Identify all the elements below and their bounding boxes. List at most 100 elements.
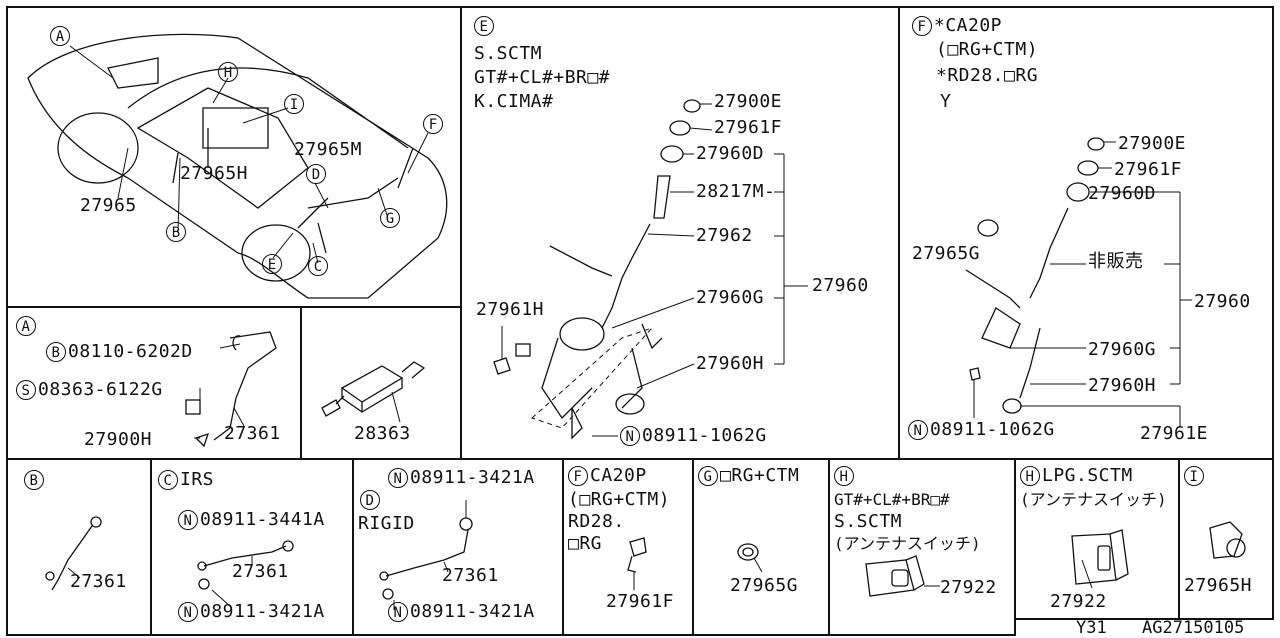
part-27960-f: 27960 xyxy=(1194,291,1251,312)
part-08911-3421a-d1: 08911-3421A xyxy=(410,467,535,488)
mark-n-f: N xyxy=(908,420,928,440)
panel-h-drawing xyxy=(865,555,940,597)
model-code: Y31 xyxy=(1076,618,1107,638)
note-y: Y xyxy=(940,91,952,112)
part-08911-1062g-e: 08911-1062G xyxy=(642,425,767,446)
callout-i: I xyxy=(284,94,304,114)
panel-c-drawing xyxy=(197,540,294,609)
part-27361-b: 27361 xyxy=(70,571,127,592)
panel-e-label: E xyxy=(474,16,494,36)
part-08110-6202d: 08110-6202D xyxy=(68,341,193,362)
part-27922-h2: 27922 xyxy=(1050,591,1107,612)
part-27361-a: 27361 xyxy=(224,423,281,444)
panel-a-drawing xyxy=(185,331,277,448)
panel-f2-label: F xyxy=(568,466,588,486)
part-27961e: 27961E xyxy=(1140,423,1209,444)
part-08911-3441a: 08911-3441A xyxy=(200,509,325,530)
panel-f-label: F xyxy=(912,16,932,36)
part-27961f-f: 27961F xyxy=(1114,159,1183,180)
diagram-code: AG27150105 xyxy=(1142,618,1245,638)
part-27961f-f2: 27961F xyxy=(606,591,675,612)
mark-n-d2: N xyxy=(388,602,408,622)
panel-b-drawing xyxy=(45,516,102,591)
callout-g: G xyxy=(380,208,400,228)
panel-i: I 27965H xyxy=(1178,458,1274,620)
title-rg-ctm: □RG+CTM xyxy=(720,465,800,486)
title-rigid: RIGID xyxy=(358,513,415,534)
part-08911-3421a-c: 08911-3421A xyxy=(200,601,325,622)
part-27965m: 27965M xyxy=(294,139,363,160)
part-27962: 27962 xyxy=(696,225,753,246)
panel-28363-drawing xyxy=(321,361,426,423)
part-27965g-g: 27965G xyxy=(730,575,799,596)
mark-n-d1: N xyxy=(388,468,408,488)
part-08911-3421a-d2: 08911-3421A xyxy=(410,601,535,622)
panel-c-label: C xyxy=(158,470,178,490)
part-28217m: 28217M- xyxy=(696,181,776,202)
panel-i-label: I xyxy=(1184,466,1204,486)
note-h-gt-cl-br: GT#+CL#+BR□# xyxy=(834,490,950,509)
part-27900e-e: 27900E xyxy=(714,91,783,112)
panel-g-drawing xyxy=(737,543,763,573)
panel-f-drawing xyxy=(965,137,1192,426)
panel-h2-label: H xyxy=(1020,466,1040,486)
mark-n-c2: N xyxy=(178,602,198,622)
part-27965h: 27965H xyxy=(180,163,249,184)
panel-h-label: H xyxy=(834,466,854,486)
panel-g-label: G xyxy=(698,466,718,486)
panel-a-label: A xyxy=(16,316,36,336)
title-lpg-sctm: LPG.SCTM xyxy=(1042,465,1133,486)
part-27900e-f: 27900E xyxy=(1118,133,1187,154)
note-f2-rg-ctm: (□RG+CTM) xyxy=(568,489,671,510)
note-ca20p: *CA20P xyxy=(934,15,1003,36)
part-08363-6122g: 08363-6122G xyxy=(38,379,163,400)
callout-a: A xyxy=(50,26,70,46)
panel-f: F*CA20P (□RG+CTM) *RD28.□RG Y 27900E 279… xyxy=(898,6,1274,460)
part-27965: 27965 xyxy=(80,195,137,216)
mark-s: S xyxy=(16,380,36,400)
mark-b: B xyxy=(46,342,66,362)
panel-b-label: B xyxy=(24,470,44,490)
part-27960d-f: 27960D xyxy=(1088,183,1157,204)
note-f2-rg: □RG xyxy=(568,533,603,554)
title-irs: IRS xyxy=(180,469,215,490)
callout-f: F xyxy=(423,114,443,134)
part-27960d-e: 27960D xyxy=(696,143,765,164)
panel-h2-drawing xyxy=(1071,529,1129,589)
callout-d: D xyxy=(306,164,326,184)
part-27900h: 27900H xyxy=(84,429,153,450)
panel-f2-drawing xyxy=(627,537,647,590)
part-27965h-i: 27965H xyxy=(1184,575,1253,596)
part-27960g-e: 27960G xyxy=(696,287,765,308)
part-27960g-f: 27960G xyxy=(1088,339,1157,360)
note-gt-cl-br: GT#+CL#+BR□# xyxy=(474,67,611,88)
part-08911-1062g-f: 08911-1062G xyxy=(930,419,1055,440)
panel-i-drawing xyxy=(1209,521,1246,559)
note-rg-ctm: (□RG+CTM) xyxy=(936,39,1039,60)
note-kcima: K.CIMA# xyxy=(474,91,554,112)
note-h-antenna-switch: (アンテナスイッチ) xyxy=(834,534,981,553)
part-27960-e: 27960 xyxy=(812,275,869,296)
panel-b: B 27361 xyxy=(6,458,152,636)
callout-e: E xyxy=(262,254,282,274)
note-ssctm: S.SCTM xyxy=(474,43,543,64)
part-27961f-e: 27961F xyxy=(714,117,783,138)
callout-h: H xyxy=(218,62,238,82)
part-27361-d: 27361 xyxy=(442,565,499,586)
part-28363: 28363 xyxy=(354,423,411,444)
note-h2-antenna-switch: (アンテナスイッチ) xyxy=(1020,490,1167,509)
panel-d-drawing xyxy=(379,500,473,610)
panel-g: G□RG+CTM 27965G xyxy=(692,458,830,636)
callout-b: B xyxy=(166,222,186,242)
part-27960h-e: 27960H xyxy=(696,353,765,374)
panel-28363: 28363 xyxy=(300,306,462,460)
callout-c: C xyxy=(308,256,328,276)
panel-d-label: D xyxy=(360,490,380,510)
panel-e: E S.SCTM GT#+CL#+BR□# K.CIMA# 27900E 279… xyxy=(460,6,900,460)
part-27922-h: 27922 xyxy=(940,577,997,598)
